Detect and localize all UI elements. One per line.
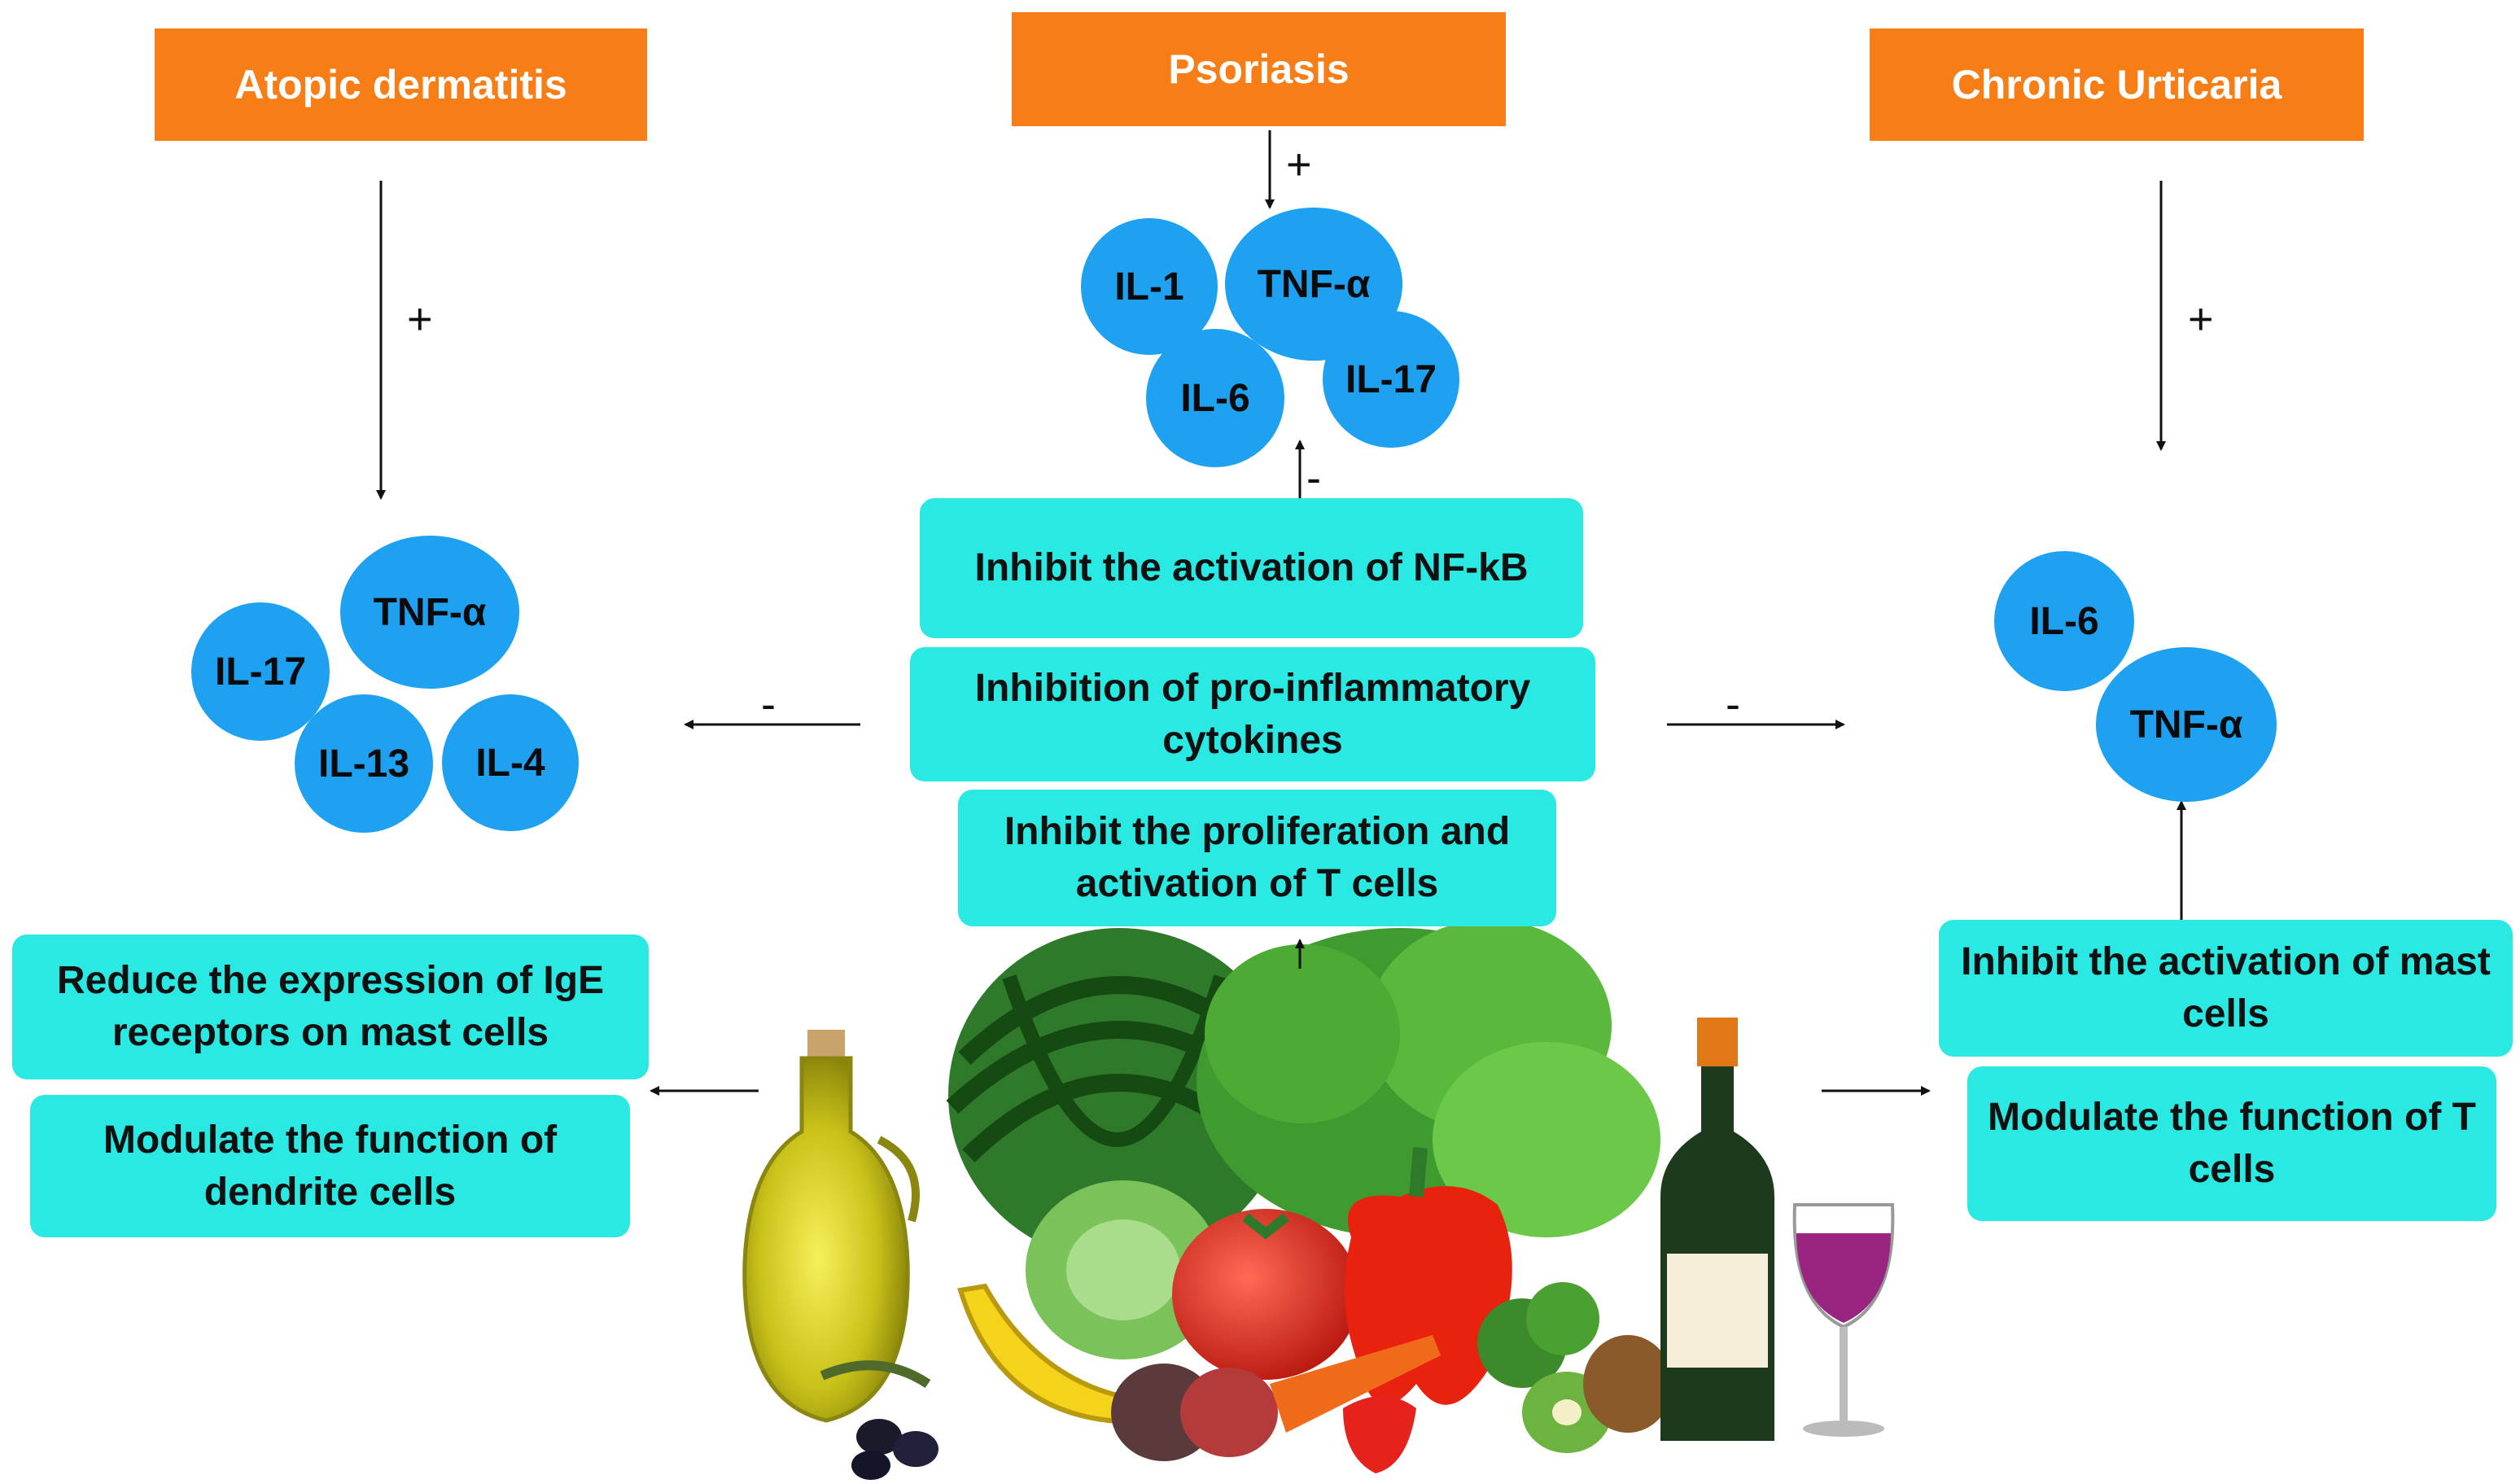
kiwi	[1522, 1335, 1673, 1453]
olives	[820, 1360, 938, 1480]
minus-sign-psoriasis: -	[1306, 453, 1321, 502]
cytokine-psoriasis-il6: IL-6	[1146, 329, 1284, 467]
olive-oil-bottle	[742, 1030, 920, 1423]
carrot	[1270, 1335, 1441, 1433]
plus-sign-atopic: +	[407, 295, 433, 344]
disease-psoriasis: Psoriasis	[1012, 12, 1506, 126]
wine-bottle	[1660, 1018, 1774, 1441]
cytokine-urticaria-tnfa: TNF-α	[2096, 647, 2277, 802]
plus-sign-urticaria: +	[2188, 295, 2214, 344]
disease-chronic-urticaria: Chronic Urticaria	[1870, 28, 2364, 141]
cytokine-atopic-il4: IL-4	[442, 694, 579, 831]
cytokine-urticaria-il6: IL-6	[1994, 551, 2134, 691]
disease-atopic-dermatitis: Atopic dermatitis	[155, 28, 647, 141]
effect-modulate-t-cells: Modulate the function of T cells	[1967, 1066, 2496, 1221]
minus-sign-left: -	[761, 680, 776, 729]
effect-reduce-ige-receptors: Reduce the expression of IgE receptors o…	[12, 935, 649, 1079]
strawberry	[1343, 1396, 1416, 1473]
plus-sign-psoriasis: +	[1286, 140, 1312, 189]
cytokine-atopic-tnfa: TNF-α	[340, 536, 519, 689]
lettuce	[1197, 920, 1660, 1237]
cytokine-psoriasis-il17: IL-17	[1323, 311, 1459, 448]
cabbage	[1026, 1180, 1221, 1359]
cytokine-atopic-il13: IL-13	[295, 694, 433, 833]
fig	[1111, 1364, 1278, 1461]
parsley	[1477, 1282, 1599, 1388]
minus-sign-right: -	[1726, 680, 1740, 729]
effect-modulate-dendrite-cells: Modulate the function of dendrite cells	[30, 1095, 630, 1237]
cytokine-psoriasis-tnfa: TNF-α	[1225, 208, 1402, 361]
effect-inhibit-t-cell-proliferation: Inhibit the proliferation and activation…	[958, 790, 1556, 926]
wine-glass	[1792, 1203, 1895, 1437]
effect-inhibit-proinflammatory-cytokines: Inhibition of pro-inflammatory cytokines	[910, 647, 1595, 781]
effect-inhibit-mast-cells: Inhibit the activation of mast cells	[1939, 920, 2513, 1057]
tomato	[1172, 1209, 1359, 1380]
effect-inhibit-nfkb: Inhibit the activation of NF-kB	[920, 498, 1583, 638]
cytokine-atopic-il17: IL-17	[191, 602, 330, 741]
